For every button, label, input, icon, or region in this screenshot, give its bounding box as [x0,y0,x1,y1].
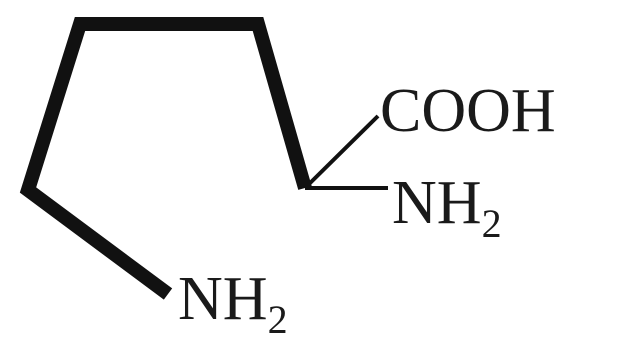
carbon-backbone-bond [19,17,312,300]
alpha-amine-subscript: 2 [481,201,502,246]
carboxyl-bond [303,114,380,190]
side-chain-amine-label: NH2 [178,265,288,340]
side-chain-amine-subscript: 2 [267,297,288,342]
carboxyl-group-label: COOH [380,80,556,142]
alpha-amine-text: NH [392,169,482,237]
alpha-amine-label: NH2 [392,169,502,244]
side-chain-amine-text: NH [178,265,268,333]
carboxyl-text: COOH [380,77,556,145]
